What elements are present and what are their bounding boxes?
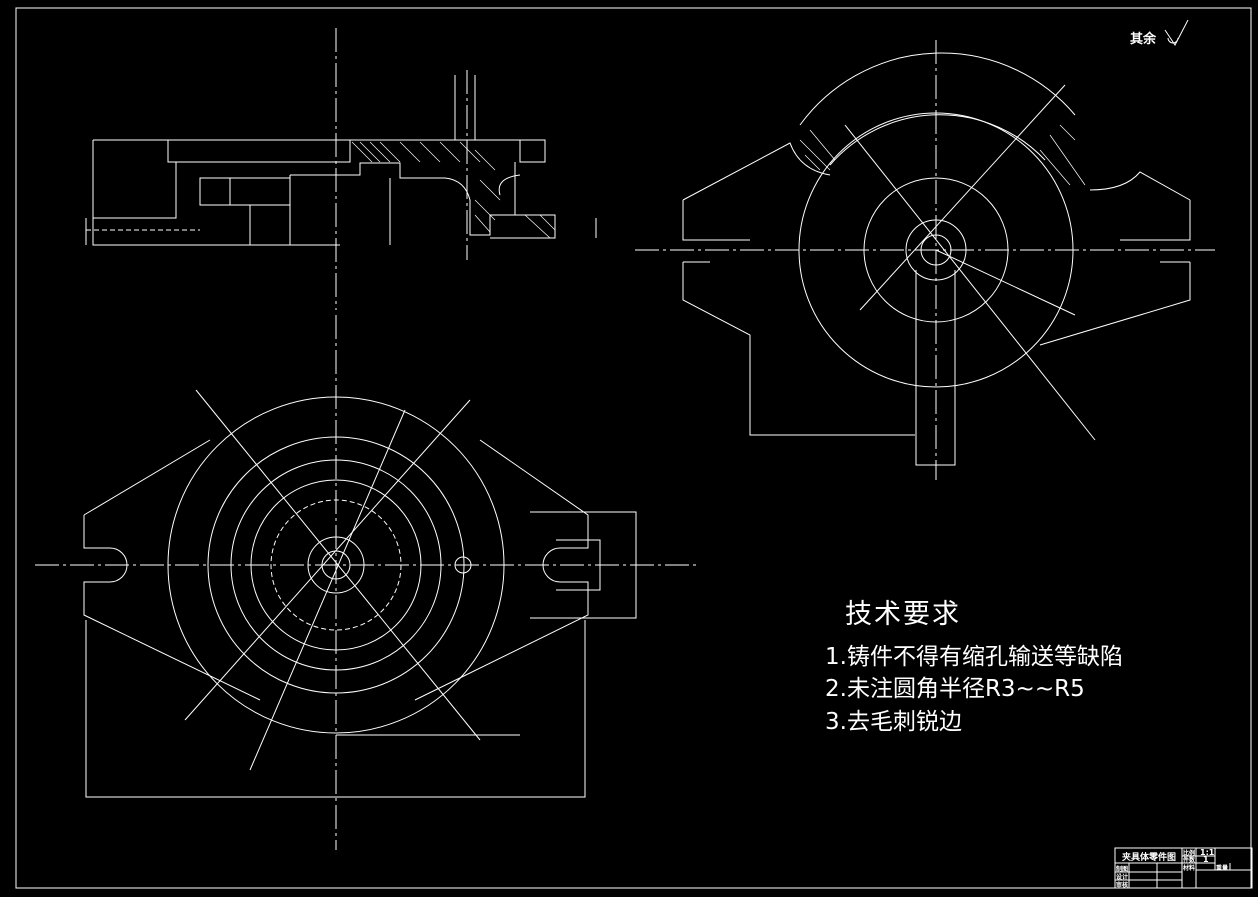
drawing-border <box>15 7 1252 889</box>
scale-label: 比例 <box>1183 850 1196 857</box>
title-block <box>1114 847 1253 889</box>
material-label: 材料 <box>1183 865 1196 872</box>
section-view <box>85 28 597 310</box>
technical-requirements-title: 技术要求 <box>845 599 961 630</box>
drawing-title: 夹具体零件图 <box>1122 853 1177 863</box>
scale-value: 1:1 <box>1200 848 1215 857</box>
front-view <box>35 315 700 850</box>
design-label: 设计 <box>1116 874 1129 881</box>
top-view <box>635 40 1215 480</box>
drawn-label: 制图 <box>1116 866 1129 873</box>
count-label: 件数 <box>1183 857 1196 864</box>
requirement-item: 1.铸件不得有缩孔输送等缺陷 <box>825 644 1123 670</box>
count-value: 1 <box>1203 855 1209 864</box>
weight-label: 重量 <box>1216 865 1229 872</box>
roughness-note: 其余 <box>1130 32 1157 47</box>
requirement-item: 2.未注圆角半径R3~~R5 <box>825 676 1085 702</box>
review-label: 审核 <box>1116 882 1129 889</box>
roughness-symbol-icon <box>1164 19 1189 46</box>
requirement-item: 3.去毛刺锐边 <box>825 709 962 735</box>
